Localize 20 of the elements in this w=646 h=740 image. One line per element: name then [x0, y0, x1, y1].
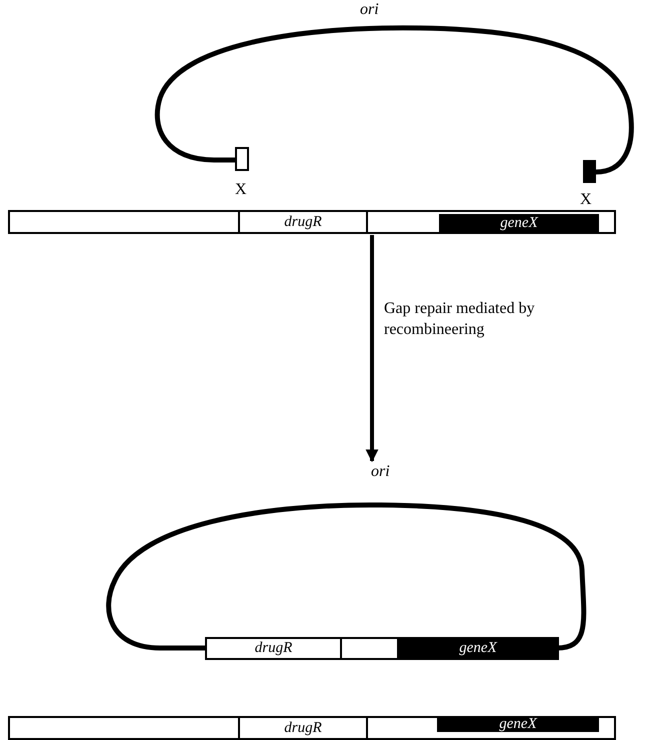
origin-label: ori	[360, 2, 379, 18]
gene-segment	[238, 716, 368, 740]
gene-name: drugR	[254, 641, 292, 656]
dna-bar	[8, 210, 616, 234]
gene-segment	[397, 637, 559, 660]
edge-label: Gap repair mediated by recombineering	[384, 299, 536, 340]
gene-name: drugR	[284, 720, 322, 736]
gene-segment	[238, 210, 368, 234]
origin-label: ori	[371, 464, 390, 480]
gene-name: geneX	[459, 641, 497, 656]
plasmid-insert-bar	[205, 637, 557, 660]
gene-name: geneX	[500, 216, 538, 230]
gene-name: drugR	[284, 214, 322, 230]
gene-segment	[437, 716, 599, 732]
site-label: X	[580, 192, 592, 208]
site-label: X	[235, 182, 247, 198]
gene-name: geneX	[499, 716, 537, 732]
dna-bar	[8, 716, 616, 740]
gene-segment	[439, 214, 599, 232]
arrow	[366, 235, 378, 462]
